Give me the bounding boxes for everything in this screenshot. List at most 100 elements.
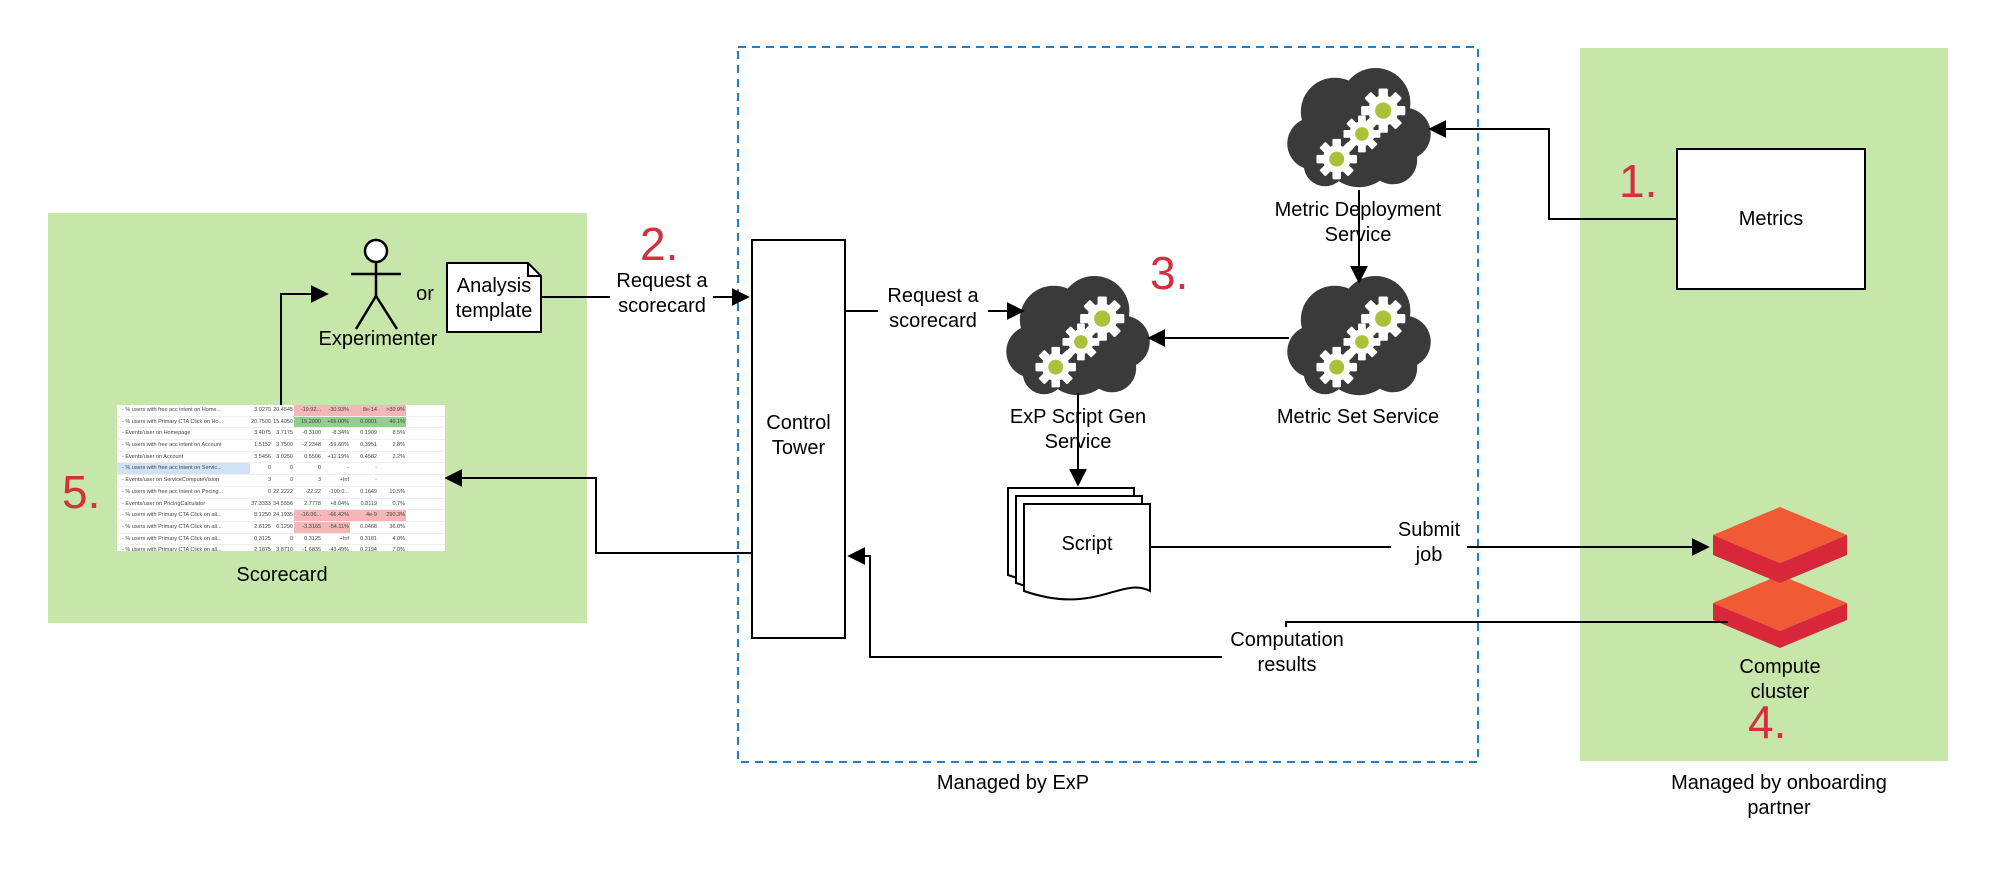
metric-value-cell: -30.93%: [322, 405, 350, 416]
metric-set-service-label: Metric Set Service: [1276, 406, 1440, 428]
scorecard-table[interactable]: - % users with free acc intent on Home..…: [117, 405, 445, 551]
results-label-background: [1222, 627, 1352, 679]
metric-value-cell: 0: [289, 477, 293, 484]
metric-value-cell: 2.1875: [254, 547, 271, 551]
metric-value-cell: -43.49%: [328, 547, 350, 551]
metric-value-cell: 0: [267, 465, 271, 472]
metric-value-cell: -2.2348: [302, 442, 321, 449]
metric-value-cell: 8e-14: [350, 405, 378, 416]
metric-value-cell: 20.7500: [251, 418, 271, 425]
metric-value-cell: 0.5506: [304, 453, 321, 460]
computation-results-label: Computation results: [1230, 629, 1344, 676]
table-row[interactable]: - % users with Primary CTA Click on Ho..…: [117, 416, 445, 429]
metric-value-cell: 7.0%: [392, 547, 405, 551]
control-tower-box: [751, 239, 846, 639]
or-label: or: [416, 283, 434, 305]
analysis-template-document: [446, 262, 542, 333]
metric-name-cell: - % users with Primary CTA Click on Ho..…: [122, 418, 224, 425]
metric-value-cell: 0: [267, 488, 271, 495]
metric-value-cell: 2.7778: [304, 500, 321, 507]
metric-value-cell: >30.9%: [378, 405, 406, 416]
metric-value-cell: -: [375, 477, 377, 484]
arrow-metrics-to-deployment: [1428, 120, 1677, 220]
script-label: Script: [1061, 532, 1113, 555]
managed-by-partner-label: Managed by onboarding partner: [1671, 772, 1887, 819]
metric-value-cell: 0.3125: [254, 535, 271, 542]
metric-value-cell: 0.3181: [360, 535, 377, 542]
step-4-number: 4.: [1748, 696, 1787, 748]
metric-value-cell: 3: [267, 477, 271, 484]
table-row[interactable]: - % users with Primary CTA Click on all.…: [117, 545, 445, 551]
metric-value-cell: 0: [317, 465, 321, 472]
metric-value-cell: 0.1649: [360, 488, 377, 495]
metric-value-cell: 0: [289, 465, 293, 472]
metric-value-cell: 0.0001: [350, 416, 378, 428]
table-row[interactable]: - Events/user on ServiceComputeVision 3 0 3…: [117, 475, 445, 487]
metric-value-cell: [378, 475, 406, 486]
metric-value-cell: 10.5%: [389, 488, 405, 495]
metric-value-cell: 3.8710: [276, 547, 293, 551]
metric-value-cell: +65.00%: [322, 416, 350, 428]
managed-by-exp-label: Managed by ExP: [936, 772, 1090, 794]
metric-value-cell: 3.7175: [276, 430, 293, 437]
submit-label-background: [1391, 517, 1467, 569]
metric-name-cell: - Events/user on ServiceComputeVision: [122, 477, 220, 484]
metric-value-cell: 2.2%: [392, 453, 405, 460]
metric-value-cell: 8.1250: [254, 512, 271, 519]
control-tower-label: Control Tower: [766, 412, 831, 459]
table-row[interactable]: - % users with Primary CTA Click on all.…: [117, 510, 445, 522]
metric-value-cell: +11.19%: [327, 453, 349, 460]
metric-set-cloud-icon: [1287, 276, 1430, 395]
metric-value-cell: 0.3125: [304, 535, 321, 542]
metric-value-cell: 0.7%: [392, 500, 405, 507]
metric-value-cell: 3.0250: [276, 453, 293, 460]
table-row[interactable]: - % users with Primary CTA Click on all.…: [117, 534, 445, 546]
table-row[interactable]: - % users with free acc intent on Servic…: [117, 463, 445, 476]
metric-value-cell: 3.0270: [254, 407, 271, 413]
metric-name-cell: - % users with free acc intent on Servic…: [117, 463, 250, 475]
metric-value-cell: 3: [317, 477, 321, 484]
metric-name-cell: - % users with free acc intent on Accoun…: [122, 442, 222, 449]
metric-value-cell: -16.06...: [294, 510, 322, 521]
metric-value-cell: -54.11%: [322, 521, 350, 533]
metric-value-cell: 40.1%: [378, 416, 406, 428]
table-row[interactable]: - % users with free acc intent on Accoun…: [117, 440, 445, 452]
metric-value-cell: 6.1290: [276, 523, 293, 530]
metric-deployment-service-label: Metric Deployment Service: [1274, 199, 1442, 246]
metric-value-cell: 37.3333: [251, 500, 271, 507]
metric-value-cell: 0.1909: [360, 430, 377, 437]
metric-value-cell: 24.1935: [273, 512, 293, 519]
arrow-scorecard-to-experimenter: [280, 285, 329, 406]
metric-value-cell: +8.04%: [330, 500, 349, 507]
metric-value-cell: 4e-9: [350, 510, 378, 521]
metric-value-cell: -100.0...: [328, 488, 349, 495]
arrow-results-to-control-tower: [847, 547, 1728, 658]
metric-value-cell: -8.34%: [331, 430, 349, 437]
request-label-background-2: [878, 283, 988, 335]
table-row[interactable]: - % users with Primary CTA Click on all.…: [117, 521, 445, 534]
metric-name-cell: - % users with Primary CTA Click on all.…: [122, 512, 222, 519]
table-row[interactable]: - % users with free acc intent on Home..…: [117, 405, 445, 417]
request-scorecard-label-2: Request a scorecard: [887, 285, 979, 332]
metric-value-cell: 20.4545: [273, 407, 293, 413]
document-stack-icon: [1007, 487, 1151, 601]
metric-value-cell: -59.60%: [328, 442, 350, 449]
metric-value-cell: +Inf: [339, 477, 349, 484]
exp-managed-boundary: [737, 46, 1479, 763]
metrics-box: [1676, 148, 1866, 290]
script-gen-service-label: ExP Script Gen Service: [1009, 406, 1147, 453]
metric-value-cell: 15.4050: [273, 418, 293, 425]
step-2-number: 2.: [640, 218, 679, 270]
analysis-template-label: Analysis template: [455, 275, 533, 322]
metric-value-cell: [378, 463, 406, 474]
table-row[interactable]: - % users with free acc intent on Pricin…: [117, 487, 445, 499]
metric-deployment-cloud-icon: [1287, 68, 1430, 187]
document-fold-icon: [527, 263, 541, 277]
metric-value-cell: -3.3165: [294, 521, 322, 533]
arrow-control-tower-to-scorecard: [444, 469, 752, 554]
scorecard-label: Scorecard: [236, 564, 328, 586]
script-gen-cloud-icon: [1006, 276, 1149, 395]
